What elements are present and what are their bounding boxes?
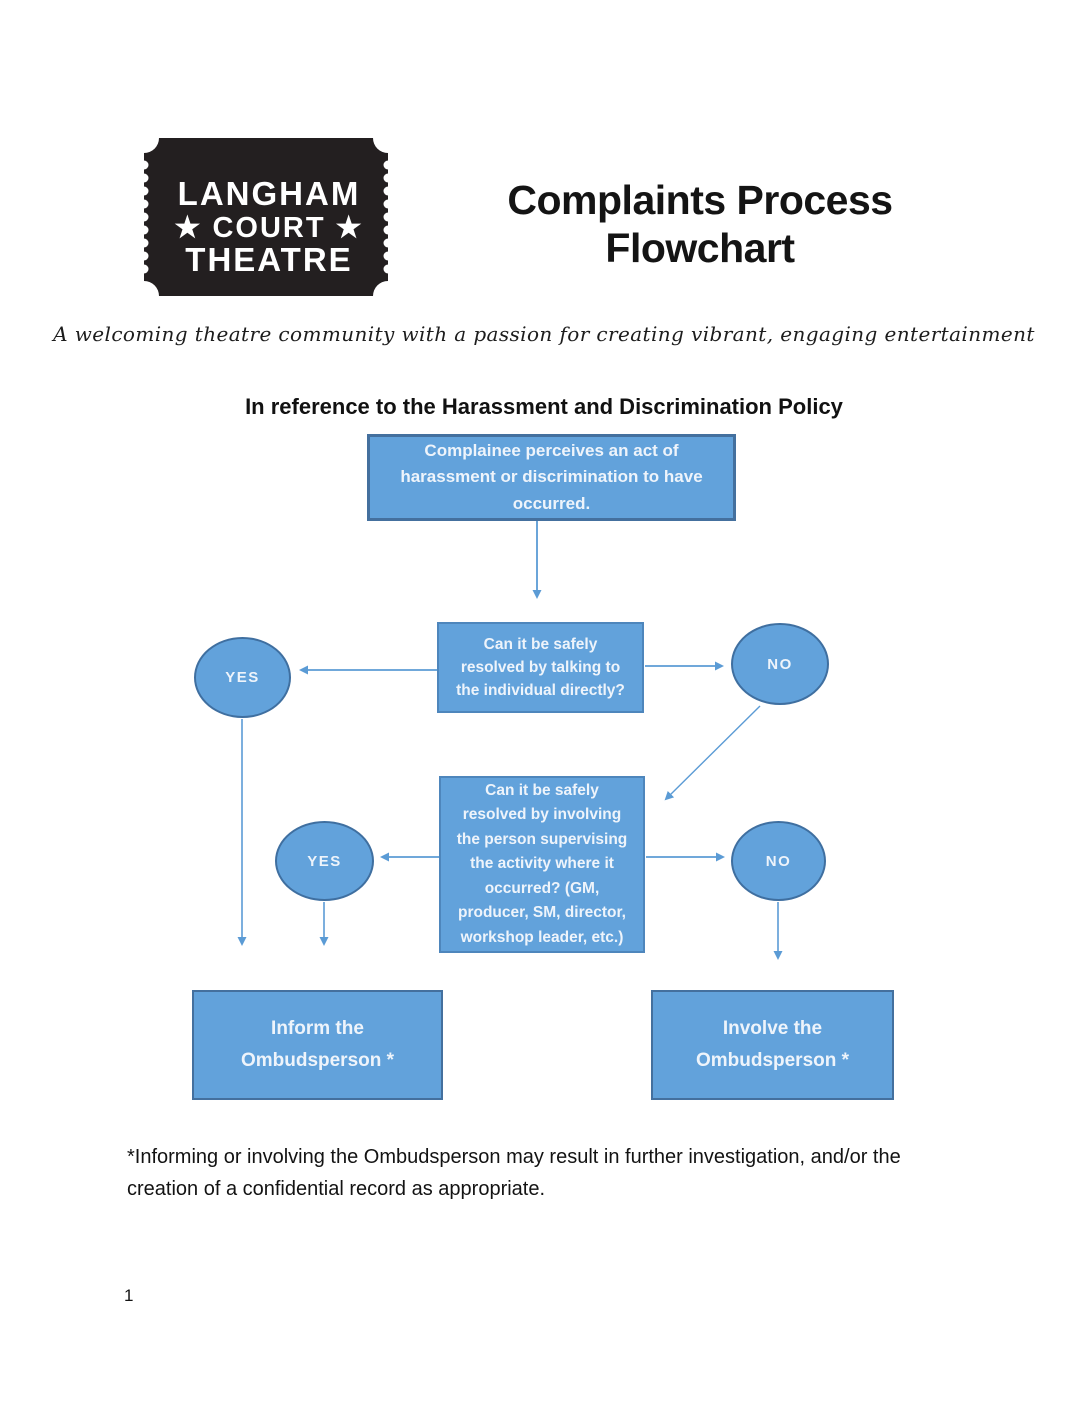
ticket-logo-graphic: LANGHAM ★ COURT ★ THEATRE bbox=[129, 123, 403, 311]
flowchart-start-box: Complainee perceives an act of harassmen… bbox=[367, 434, 736, 521]
logo-text-theatre: THEATRE bbox=[185, 241, 352, 278]
flowchart-no2-ellipse: NO bbox=[731, 821, 826, 901]
langham-court-theatre-logo: LANGHAM ★ COURT ★ THEATRE bbox=[129, 123, 403, 311]
ombudsperson-footnote: *Informing or involving the Ombudsperson… bbox=[127, 1146, 901, 1200]
flowchart-involve-ombudsperson-box: Involve the Ombudsperson * bbox=[651, 990, 894, 1100]
arrow-no1-to-q2 bbox=[664, 705, 761, 801]
page-number: 1 bbox=[124, 1286, 134, 1305]
tagline: A welcoming theatre community with a pas… bbox=[53, 322, 1035, 346]
flowchart-yes1-ellipse: YES bbox=[194, 637, 291, 718]
flowchart-yes2-ellipse: YES bbox=[275, 821, 374, 901]
flowchart-question1-box: Can it be safely resolved by talking to … bbox=[437, 622, 644, 713]
logo-text-langham: LANGHAM bbox=[178, 175, 361, 212]
flowchart-question2-box: Can it be safely resolved by involving t… bbox=[439, 776, 645, 953]
flowchart-inform-ombudsperson-box: Inform the Ombudsperson * bbox=[192, 990, 443, 1100]
policy-reference-subtitle: In reference to the Harassment and Discr… bbox=[245, 394, 843, 419]
logo-text-court: ★ COURT ★ bbox=[174, 212, 363, 244]
page-title: Complaints Process Flowchart bbox=[507, 177, 893, 272]
flowchart-no1-ellipse: NO bbox=[731, 623, 829, 705]
